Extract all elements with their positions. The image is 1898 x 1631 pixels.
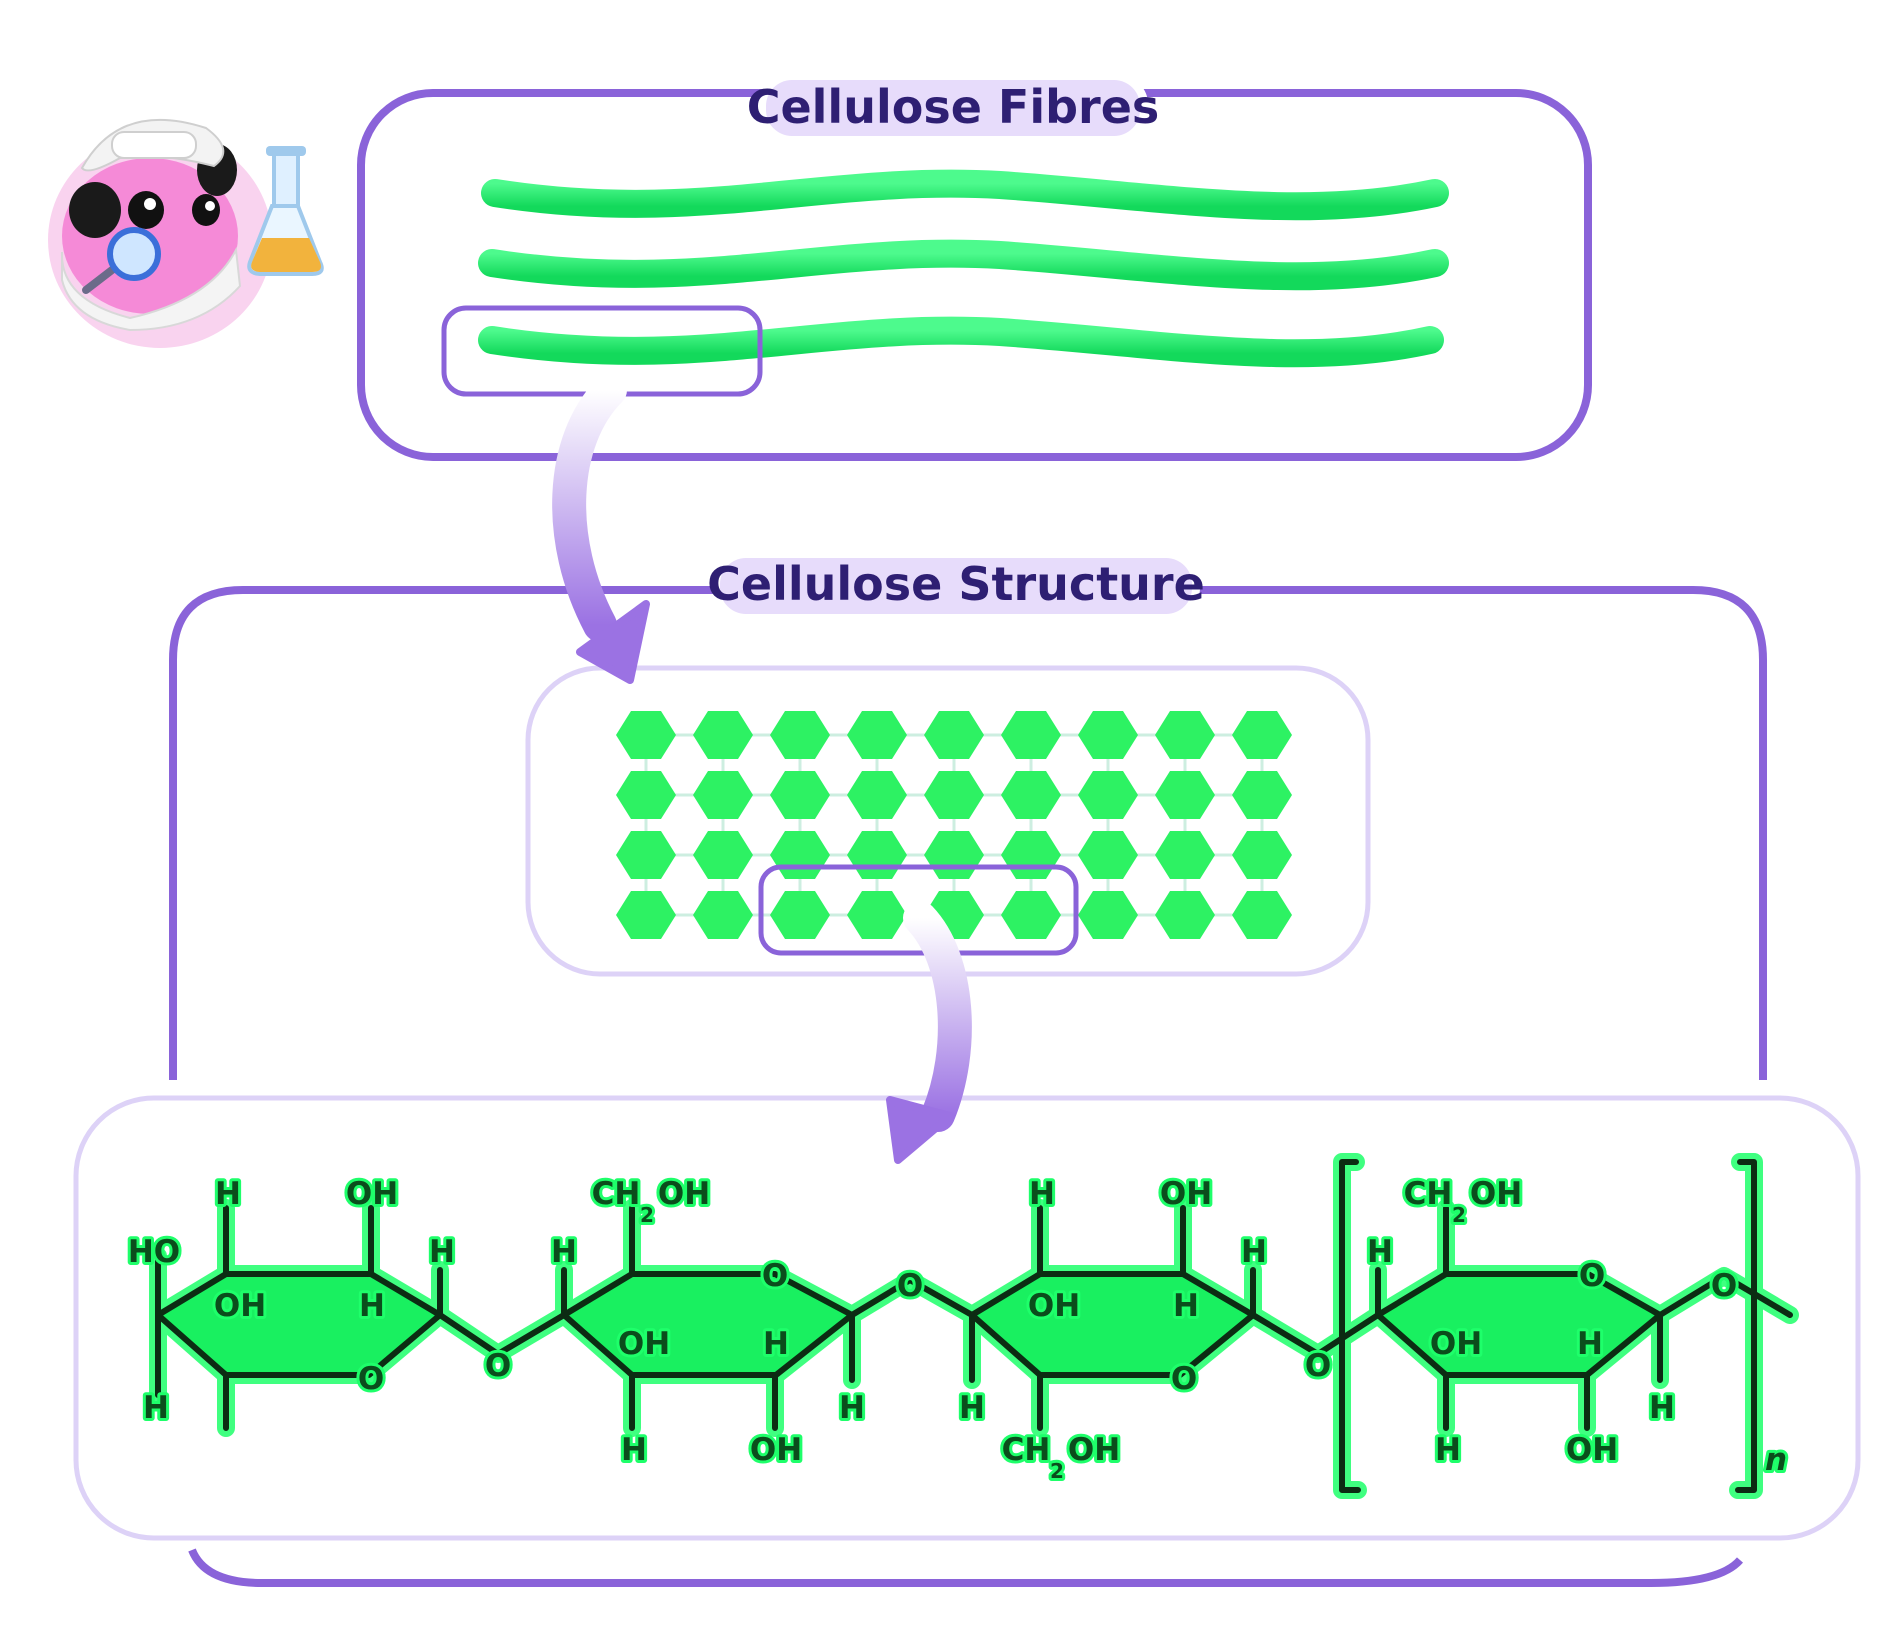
glucose-hexagon (1078, 771, 1138, 819)
atom-label: O (358, 1361, 384, 1397)
atom-label: O (1579, 1258, 1605, 1294)
fibre (478, 316, 1444, 368)
atom-label: H (1435, 1432, 1461, 1468)
fibres-title: Cellulose Fibres (747, 80, 1160, 134)
glucose-hexagon (847, 891, 907, 939)
atom-label: OH (1160, 1176, 1212, 1212)
atom-label: O (1171, 1361, 1197, 1397)
glucose-hexagon (1001, 771, 1061, 819)
atom-label: H (959, 1390, 985, 1426)
glucose-hexagon (770, 771, 830, 819)
atom-label: 2 (1050, 1459, 1064, 1483)
glucose-hexagon (1155, 891, 1215, 939)
glucose-hexagon (693, 831, 753, 879)
atom-label: CH (592, 1176, 641, 1212)
atom-label: OH (1068, 1432, 1120, 1468)
glucose-hexagon (616, 891, 676, 939)
atom-label: O (1711, 1268, 1737, 1304)
fibre-group (478, 169, 1449, 368)
atom-label: H (1367, 1234, 1393, 1270)
glucose-hexagon (1232, 711, 1292, 759)
flask-icon (247, 146, 324, 276)
atom-label: H (143, 1390, 169, 1426)
repeat-bracket (1735, 1159, 1757, 1493)
magnifier-icon (82, 227, 161, 294)
fibre (481, 169, 1449, 221)
glucose-hexagon (693, 891, 753, 939)
atom-label: O (762, 1258, 788, 1294)
atom-label: OH (1028, 1288, 1080, 1324)
glucose-hexagon (1155, 831, 1215, 879)
glucose-hexagon (847, 771, 907, 819)
cellulose-chain: H OH HO H OH H O H O CH 2 OH H O OH H H … (125, 1153, 1799, 1499)
zoom-arrow-icon (552, 373, 650, 684)
atom-label: OH (750, 1432, 802, 1468)
glucose-hexagon (693, 771, 753, 819)
repeat-bracket (1339, 1159, 1361, 1493)
atom-label: H (1577, 1326, 1603, 1362)
atom-label: 2 (640, 1203, 654, 1227)
structure-title: Cellulose Structure (707, 557, 1205, 611)
fibre (478, 239, 1449, 291)
glucose-hexagon (1232, 831, 1292, 879)
atom-label: CH (1404, 1176, 1453, 1212)
atom-label: OH (1430, 1326, 1482, 1362)
scientist-mascot-icon (48, 118, 272, 348)
atom-label: H (1173, 1288, 1199, 1324)
atom-label: H (1649, 1390, 1675, 1426)
repeat-n-label: n (1765, 1442, 1787, 1478)
glucose-hexagon (1232, 771, 1292, 819)
atom-label: H (429, 1234, 455, 1270)
glucose-hexagon (616, 711, 676, 759)
atom-label: H (359, 1288, 385, 1324)
zoom-arrow-icon (886, 901, 972, 1164)
atom-label: O (1305, 1348, 1331, 1384)
glucose-hexagon (1155, 711, 1215, 759)
glucose-lattice (616, 711, 1292, 939)
glucose-hexagon (847, 711, 907, 759)
glucose-hexagon (1001, 891, 1061, 939)
glucose-hexagon (693, 711, 753, 759)
glucose-hexagon (924, 771, 984, 819)
lattice-highlight-box (758, 864, 1079, 956)
glucose-hexagon (770, 711, 830, 759)
atom-label: H (839, 1390, 865, 1426)
atom-label: OH (618, 1326, 670, 1362)
atom-label: O (897, 1268, 923, 1304)
atom-label: OH (658, 1176, 710, 1212)
atom-label: CH (1002, 1432, 1051, 1468)
atom-label: OH (346, 1176, 398, 1212)
atom-label: HO (128, 1234, 180, 1270)
glucose-hexagon (616, 771, 676, 819)
atom-label: H (551, 1234, 577, 1270)
glucose-hexagon (1001, 711, 1061, 759)
atom-label: O (485, 1348, 511, 1384)
atom-label: H (1241, 1234, 1267, 1270)
atom-label: 2 (1452, 1203, 1466, 1227)
glucose-hexagon (1078, 711, 1138, 759)
glucose-hexagon (1155, 771, 1215, 819)
glucose-hexagon (1078, 831, 1138, 879)
atom-label: OH (1566, 1432, 1618, 1468)
atom-label: H (763, 1326, 789, 1362)
atom-label: H (1029, 1176, 1055, 1212)
glucose-hexagon (770, 891, 830, 939)
atom-label: OH (214, 1288, 266, 1324)
glucose-hexagon (616, 831, 676, 879)
glucose-hexagon (924, 711, 984, 759)
atom-label: H (621, 1432, 647, 1468)
glucose-hexagon (1232, 891, 1292, 939)
atom-label: OH (1470, 1176, 1522, 1212)
glucose-hexagon (1078, 891, 1138, 939)
atom-label: H (215, 1176, 241, 1212)
